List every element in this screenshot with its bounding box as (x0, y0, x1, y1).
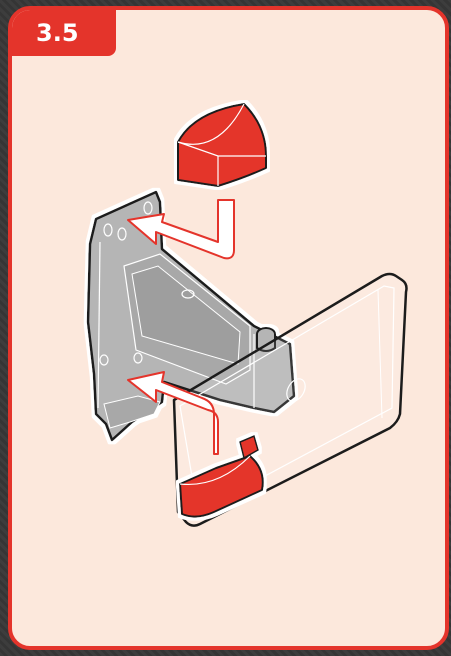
assembly-illustration (12, 10, 449, 650)
top-red-wedge-part (178, 104, 266, 186)
instruction-panel: 3.5 (8, 6, 449, 650)
